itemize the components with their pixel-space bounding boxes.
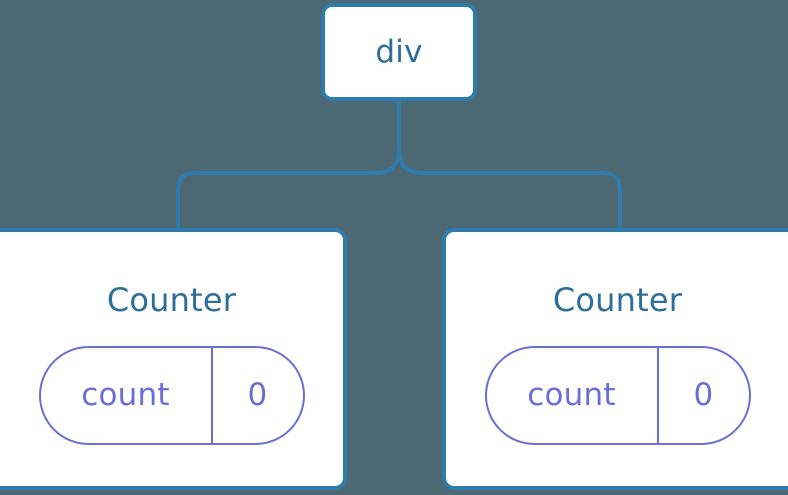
connector-branch-right (397, 145, 622, 229)
node-counter-left[interactable]: Counter count 0 (0, 228, 347, 490)
state-pill-left-key: count (81, 377, 170, 413)
state-pill-left-value: 0 (247, 377, 268, 413)
state-pill-right[interactable]: count 0 (484, 346, 751, 445)
state-pill-right-key: count (527, 377, 616, 413)
node-counter-left-title: Counter (106, 281, 237, 319)
node-counter-right[interactable]: Counter count 0 (442, 228, 788, 490)
state-pill-left-key-cell: count (41, 348, 213, 443)
connector-branch-left (176, 145, 401, 229)
state-pill-left[interactable]: count 0 (38, 346, 305, 445)
node-div[interactable]: div (321, 3, 477, 101)
node-counter-right-title: Counter (552, 281, 683, 319)
node-div-label: div (375, 33, 423, 70)
state-pill-right-value-cell: 0 (659, 348, 749, 443)
state-pill-left-value-cell: 0 (213, 348, 303, 443)
state-pill-right-key-cell: count (487, 348, 659, 443)
state-pill-right-value: 0 (693, 377, 714, 413)
